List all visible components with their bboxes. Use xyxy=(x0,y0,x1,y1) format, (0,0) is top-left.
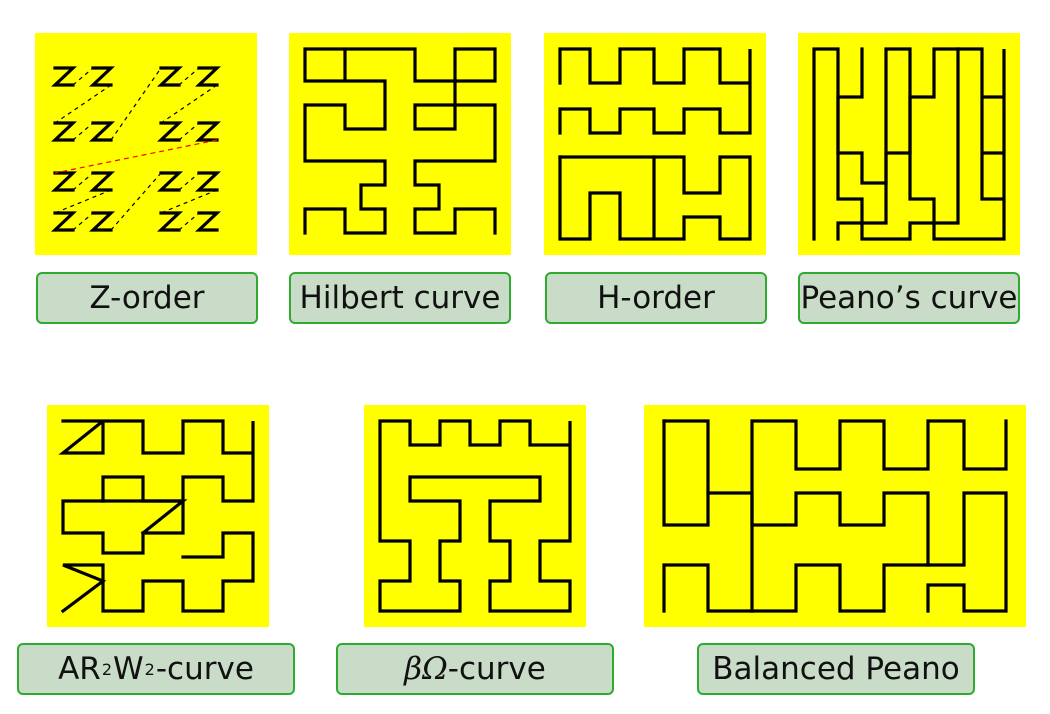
beta-omega-curve-label: βΩ-curve xyxy=(336,643,614,695)
z-order-diagram xyxy=(35,33,257,255)
peano-curve-diagram xyxy=(798,33,1020,255)
h-order-label-text: H-order xyxy=(597,280,715,316)
ar2w2-curve xyxy=(58,419,255,614)
ar2w2-label-main: AR xyxy=(58,651,101,687)
z-order-label: Z-order xyxy=(36,272,258,324)
peano-curve-label: Peano’s curve xyxy=(798,272,1020,324)
beta-omega-symbol: βΩ xyxy=(404,651,448,687)
ar2w2-label-sup2: 2 xyxy=(144,659,155,679)
balanced-peano-curve xyxy=(662,419,1008,613)
hilbert-curve-label-text: Hilbert curve xyxy=(299,280,501,316)
peano-curve xyxy=(812,47,1006,241)
peano-curve-label-text: Peano’s curve xyxy=(800,280,1018,316)
hilbert-curve-label: Hilbert curve xyxy=(289,272,511,324)
h-order-diagram xyxy=(544,33,766,255)
balanced-peano-diagram xyxy=(644,405,1026,627)
ar2w2-label-sup1: 2 xyxy=(101,659,113,679)
beta-omega-label-tail: -curve xyxy=(447,651,546,687)
hilbert-curve-diagram xyxy=(289,33,511,255)
ar2w2-label-mid: W xyxy=(113,651,144,687)
z-order-curve xyxy=(50,66,222,232)
z-order-label-text: Z-order xyxy=(89,280,205,316)
ar2w2-curve-diagram xyxy=(47,405,269,627)
h-order-label: H-order xyxy=(545,272,767,324)
balanced-peano-label: Balanced Peano xyxy=(697,643,975,695)
balanced-peano-label-text: Balanced Peano xyxy=(712,651,960,687)
beta-omega-curve xyxy=(378,419,572,613)
hilbert-curve xyxy=(303,47,497,235)
h-order-curve xyxy=(558,47,752,241)
ar2w2-label-tail: -curve xyxy=(155,651,254,687)
beta-omega-curve-diagram xyxy=(364,405,586,627)
